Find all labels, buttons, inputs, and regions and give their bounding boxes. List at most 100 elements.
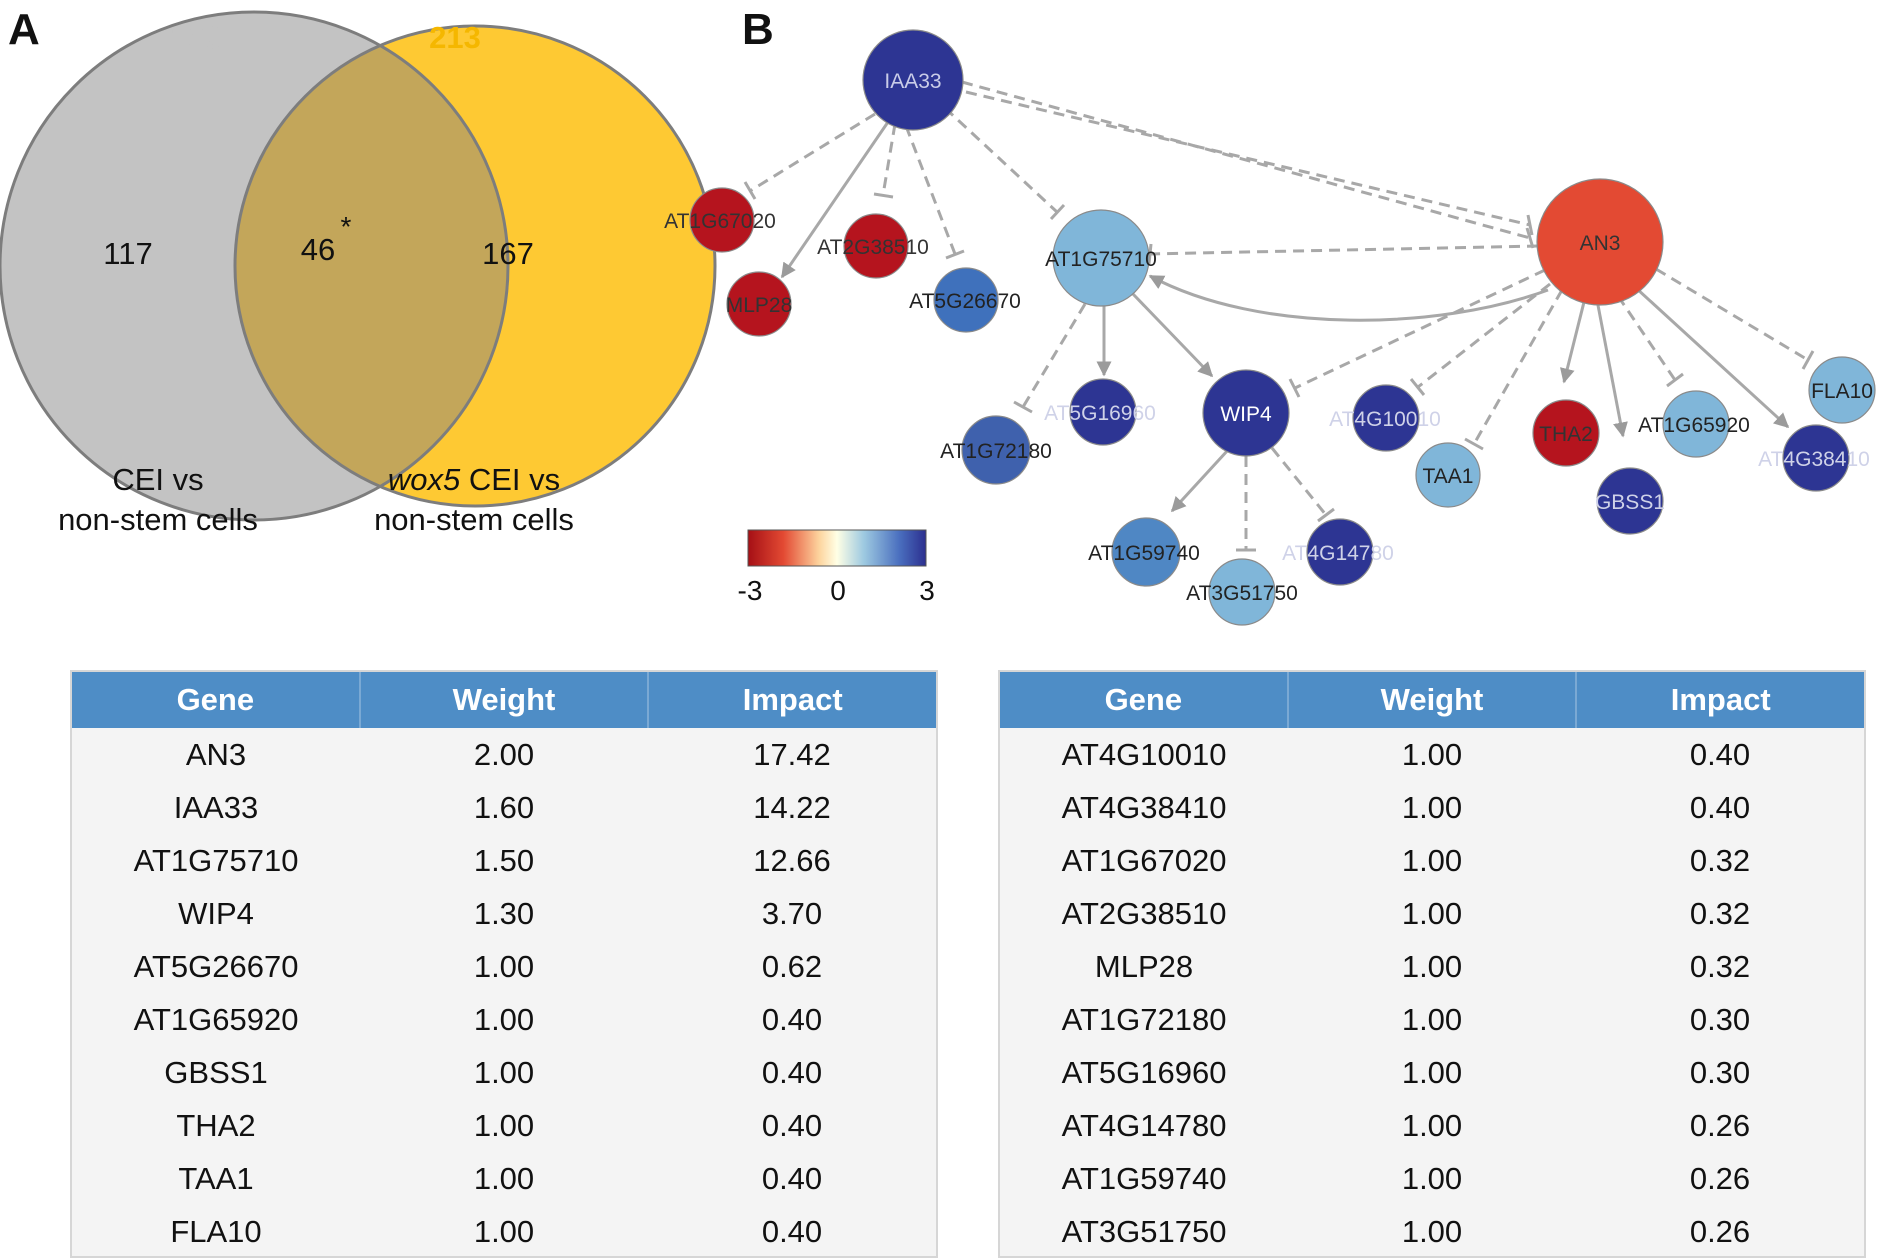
edge-an3-gbss1 (1595, 299, 1628, 438)
cell-impact: 12.66 (753, 843, 831, 878)
header-impact: Impact (1670, 682, 1771, 717)
venn-right-only-count: 167 (482, 236, 534, 271)
venn-diagram: 163 213 117 46 * 167 CEI vs non-stem cel… (0, 10, 717, 537)
cell-impact: 0.40 (761, 1108, 823, 1143)
node-label-at4g14780: AT4G14780 (1282, 542, 1394, 565)
cell-weight: 1.00 (1401, 949, 1463, 984)
cell-weight: 1.00 (473, 1214, 535, 1249)
cell-gene: AT3G51750 (1061, 1214, 1227, 1249)
cell-weight: 2.00 (473, 737, 535, 772)
table-header: Gene Weight Impact (1000, 672, 1864, 728)
edge-an3-wip4 (1294, 268, 1546, 390)
cell-gene: AT1G67020 (1061, 843, 1227, 878)
edge-wip4-at4g14780 (1270, 447, 1328, 516)
cell-gene: THA2 (176, 1108, 256, 1143)
node-label-gbss1: GBSS1 (1595, 491, 1665, 514)
cell-weight: 1.00 (1401, 896, 1463, 931)
node-label-at4g10010: AT4G10010 (1329, 408, 1441, 431)
node-label-mlp28: MLP28 (726, 294, 793, 317)
cell-impact: 0.32 (1689, 949, 1751, 984)
color-scale-max: 3 (919, 575, 935, 606)
table-row: FLA10 1.00 0.40 (72, 1205, 936, 1256)
venn-left-label-line2: non-stem cells (58, 502, 258, 537)
venn-left-label-line1: CEI vs (112, 462, 203, 497)
venn-right-label-line1: wox5 CEI vs (388, 462, 560, 497)
edge-iaa33-an3-2 (961, 80, 1531, 240)
cell-impact: 0.26 (1689, 1161, 1751, 1196)
table-row: AT2G38510 1.00 0.32 (1000, 887, 1864, 940)
edge-iaa33-at2g38510 (881, 123, 897, 196)
node-at1g67020 (689, 187, 755, 253)
cell-gene: AT2G38510 (1061, 896, 1227, 931)
node-fla10 (1808, 356, 1876, 424)
cell-impact: 0.40 (761, 1055, 823, 1090)
cell-weight: 1.00 (1401, 737, 1463, 772)
node-label-at1g75710: AT1G75710 (1045, 248, 1157, 271)
header-gene: Gene (1000, 672, 1289, 728)
edge-iaa33-at1g67020 (749, 112, 876, 193)
cell-weight: 1.00 (1401, 1002, 1463, 1037)
cell-impact: 0.32 (1689, 843, 1751, 878)
cell-weight: 1.00 (473, 1108, 535, 1143)
edge-wip4-at1g59740 (1170, 448, 1230, 513)
node-label-at5g16960: AT5G16960 (1044, 402, 1156, 425)
edge-an3-at1g65920 (1616, 295, 1677, 381)
node-label-at4g38410: AT4G38410 (1758, 448, 1870, 471)
cell-impact: 3.70 (761, 896, 823, 931)
node-at1g59740 (1111, 517, 1181, 587)
table-row: THA2 1.00 0.40 (72, 1099, 936, 1152)
node-at4g38410 (1782, 424, 1850, 492)
cell-gene: AT1G65920 (133, 1002, 299, 1037)
node-label-at5g26670: AT5G26670 (909, 290, 1021, 313)
edge-iaa33-at5g26670 (904, 125, 957, 255)
cell-impact: 0.40 (1689, 790, 1751, 825)
node-label-at3g51750: AT3G51750 (1186, 582, 1298, 605)
panel-label-c: C (8, 659, 40, 660)
node-iaa33 (862, 29, 964, 131)
node-tha2 (1532, 399, 1600, 467)
node-gbss1 (1596, 467, 1664, 535)
cell-gene: AT5G26670 (133, 949, 299, 984)
cell-weight: 1.50 (473, 843, 535, 878)
cell-impact: 0.62 (761, 949, 823, 984)
venn-left-only-count: 117 (103, 236, 152, 271)
node-at3g51750 (1208, 558, 1276, 626)
cell-weight: 1.30 (473, 896, 535, 931)
cell-impact: 0.40 (1689, 737, 1751, 772)
cell-gene: AT4G38410 (1061, 790, 1227, 825)
cell-gene: FLA10 (170, 1214, 262, 1249)
cell-gene: AT1G72180 (1061, 1002, 1227, 1037)
cell-impact: 0.32 (1689, 896, 1751, 931)
cell-gene: AT4G14780 (1061, 1108, 1227, 1143)
cell-weight: 1.00 (1401, 843, 1463, 878)
node-label-iaa33: IAA33 (884, 70, 941, 93)
node-at1g72180 (961, 415, 1031, 485)
node-label-at1g65920: AT1G65920 (1638, 414, 1750, 437)
edge-at1g75710-wip4 (1131, 292, 1214, 378)
edge-an3-at4g10010 (1417, 282, 1551, 389)
node-label-taa1: TAA1 (1423, 465, 1474, 488)
node-at4g10010 (1352, 384, 1420, 452)
node-label-at1g72180: AT1G72180 (940, 440, 1052, 463)
cell-impact: 0.40 (761, 1214, 823, 1249)
edge-an3-at4g38410 (1634, 286, 1790, 429)
table-row: AT1G75710 1.50 12.66 (72, 834, 936, 887)
venn-overlap-count: 46 (301, 232, 335, 267)
header-weight: Weight (1289, 672, 1578, 728)
cell-gene: AT1G75710 (133, 843, 299, 878)
edge-iaa33-an3-1 (965, 90, 1531, 227)
edge-an3-taa1 (1472, 289, 1564, 445)
node-at1g75710 (1052, 209, 1150, 307)
